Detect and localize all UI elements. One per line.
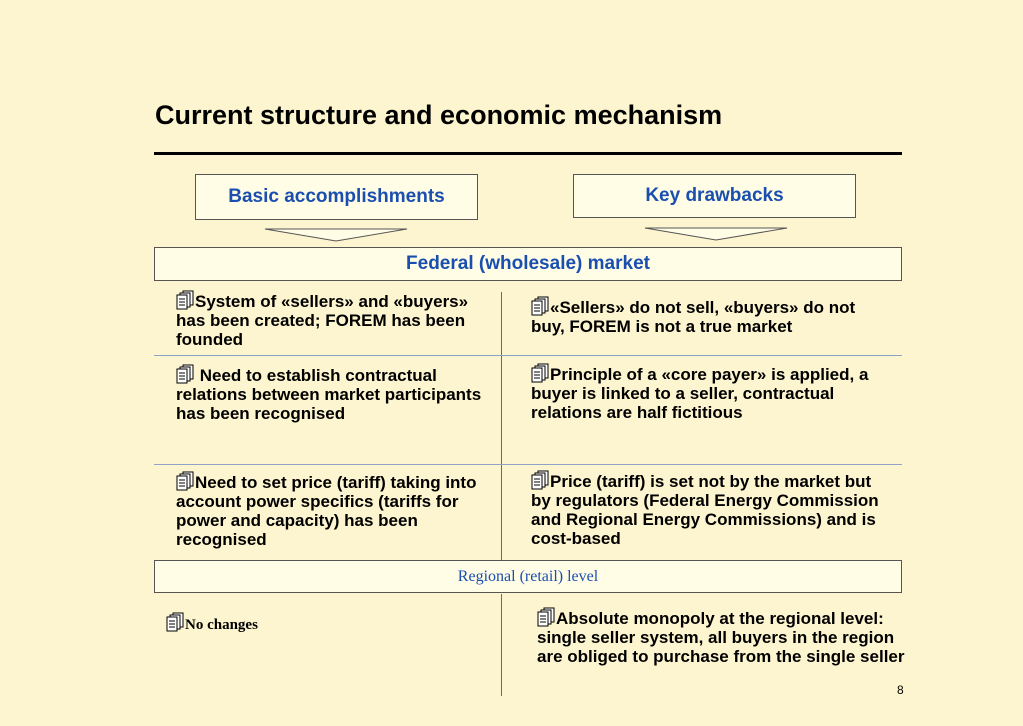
page-title: Current structure and economic mechanism bbox=[155, 100, 723, 130]
federal-row-3-left: Need to set price (tariff) taking into a… bbox=[176, 471, 488, 549]
federal-market-label: Federal (wholesale) market bbox=[406, 253, 650, 274]
basic-accomplishments-label: Basic accomplishments bbox=[228, 186, 445, 207]
regional-row-left: No changes bbox=[166, 612, 366, 635]
right-down-arrow-icon bbox=[644, 227, 788, 241]
federal-row-2-right: Principle of a «core payer» is applied, … bbox=[531, 363, 891, 422]
federal-row-3-left-text: Need to set price (tariff) taking into a… bbox=[176, 473, 477, 549]
document-stack-icon bbox=[166, 612, 185, 632]
regional-row-right: Absolute monopoly at the regional level:… bbox=[537, 607, 907, 666]
row-divider-2 bbox=[154, 464, 902, 465]
regional-level-label: Regional (retail) level bbox=[457, 567, 599, 585]
document-stack-icon bbox=[176, 364, 195, 384]
column-divider-federal bbox=[501, 292, 502, 560]
regional-row-right-text: Absolute monopoly at the regional level:… bbox=[537, 609, 905, 666]
federal-row-2-left-text: Need to establish contractual relations … bbox=[176, 366, 482, 423]
document-stack-icon bbox=[531, 296, 550, 316]
document-stack-icon bbox=[531, 363, 550, 383]
document-stack-icon bbox=[176, 290, 195, 310]
page-number: 8 bbox=[897, 683, 904, 697]
federal-row-2-left: Need to establish contractual relations … bbox=[176, 364, 492, 423]
key-drawbacks-box: Key drawbacks bbox=[573, 174, 856, 218]
federal-row-1-left: System of «sellers» and «buyers» has bee… bbox=[176, 290, 486, 349]
regional-row-left-text: No changes bbox=[185, 617, 258, 633]
federal-row-3-right-text: Price (tariff) is set not by the market … bbox=[531, 472, 879, 548]
regional-level-band: Regional (retail) level bbox=[154, 560, 902, 593]
title-divider bbox=[154, 152, 902, 155]
federal-market-band: Federal (wholesale) market bbox=[154, 247, 902, 281]
federal-row-1-left-text: System of «sellers» and «buyers» has bee… bbox=[176, 292, 469, 349]
key-drawbacks-label: Key drawbacks bbox=[645, 185, 784, 206]
document-stack-icon bbox=[531, 470, 550, 490]
federal-row-3-right: Price (tariff) is set not by the market … bbox=[531, 470, 895, 548]
document-stack-icon bbox=[537, 607, 556, 627]
left-down-arrow-icon bbox=[264, 228, 408, 242]
federal-row-1-right: «Sellers» do not sell, «buyers» do not b… bbox=[531, 296, 881, 336]
row-divider-1 bbox=[154, 355, 902, 356]
document-stack-icon bbox=[176, 471, 195, 491]
federal-row-2-right-text: Principle of a «core payer» is applied, … bbox=[531, 365, 869, 422]
federal-row-1-right-text: «Sellers» do not sell, «buyers» do not b… bbox=[531, 298, 856, 336]
basic-accomplishments-box: Basic accomplishments bbox=[195, 174, 478, 220]
column-divider-regional bbox=[501, 594, 502, 696]
